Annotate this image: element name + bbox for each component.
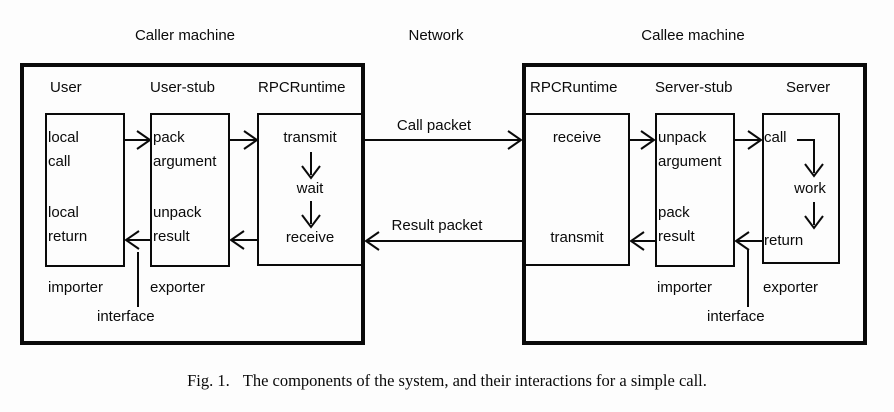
server-return: return <box>764 232 804 249</box>
server-stub-unpack: unpack <box>658 129 707 146</box>
network-label: Network <box>408 27 464 44</box>
user-box <box>45 113 125 267</box>
callee-rpcruntime-title: RPCRuntime <box>530 79 618 96</box>
caller-transmit: transmit <box>283 129 337 146</box>
server-title: Server <box>786 79 831 96</box>
callee-importer-label: importer <box>657 279 713 296</box>
caller-exporter-label: exporter <box>150 279 206 296</box>
server-stub-box <box>655 113 735 267</box>
user-stub-pack: pack <box>153 129 185 146</box>
callee-exporter-label: exporter <box>763 279 819 296</box>
server-stub-pack: pack <box>658 204 690 221</box>
user-title: User <box>50 79 82 96</box>
caller-receive: receive <box>285 229 335 246</box>
result-packet-head <box>364 231 380 251</box>
user-return: return <box>48 228 88 245</box>
user-stub-box <box>150 113 230 267</box>
result-packet-label: Result packet <box>391 217 483 234</box>
server-stub-result: result <box>658 228 695 245</box>
caller-rpcruntime-box <box>257 113 363 266</box>
server-box <box>762 113 840 264</box>
figure-caption: Fig. 1. The components of the system, and… <box>0 371 894 391</box>
callee-transmit: transmit <box>550 229 604 246</box>
callee-rpcruntime-box <box>524 113 630 266</box>
figure-caption-text: The components of the system, and their … <box>242 371 707 390</box>
server-stub-title: Server-stub <box>655 79 733 96</box>
callee-machine-label: Callee machine <box>641 27 745 44</box>
user-stub-title: User-stub <box>150 79 216 96</box>
call-packet-label: Call packet <box>396 117 472 134</box>
caller-interface-label: interface <box>97 308 155 325</box>
caller-importer-label: importer <box>48 279 104 296</box>
figure-caption-number: Fig. 1. <box>187 371 230 390</box>
caller-rpcruntime-title: RPCRuntime <box>258 79 346 96</box>
user-local1: local <box>48 129 79 146</box>
user-stub-unpack: unpack <box>153 204 202 221</box>
caller-wait: wait <box>296 180 324 197</box>
server-work: work <box>794 180 826 197</box>
user-stub-result: result <box>153 228 190 245</box>
server-stub-argument: argument <box>658 153 722 170</box>
callee-interface-label: interface <box>707 308 765 325</box>
caller-machine-box <box>20 63 365 345</box>
callee-receive: receive <box>552 129 602 146</box>
call-packet-head <box>507 130 523 150</box>
user-call: call <box>48 153 71 170</box>
server-call: call <box>764 129 787 146</box>
user-stub-argument: argument <box>153 153 217 170</box>
caller-machine-label: Caller machine <box>134 27 236 44</box>
user-local2: local <box>48 204 79 221</box>
